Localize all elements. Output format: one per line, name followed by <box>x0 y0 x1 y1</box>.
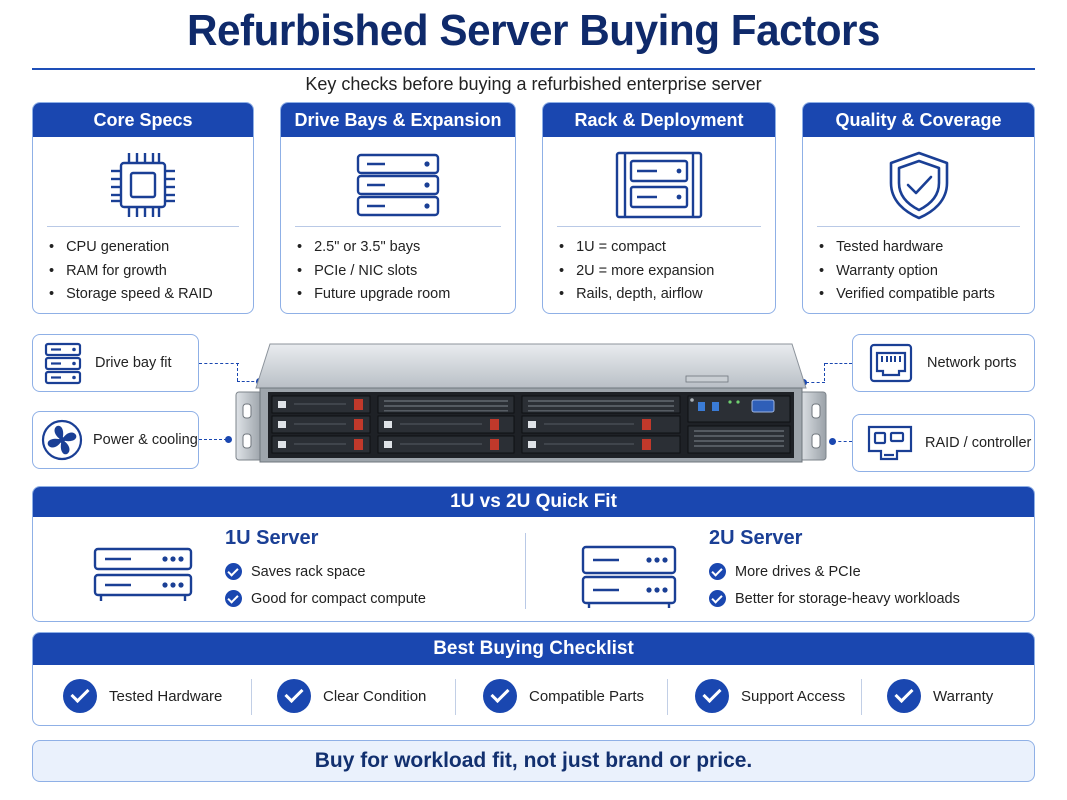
card-heading: Quality & Coverage <box>803 103 1034 137</box>
fit-heading: 1U vs 2U Quick Fit <box>33 487 1034 517</box>
card-core-specs: Core Specs CPU generation RAM for growth… <box>32 102 254 314</box>
callout-power-cooling: Power & cooling <box>32 411 199 469</box>
list-item: 2.5" or 3.5" bays <box>297 236 450 260</box>
list-item: PCIe / NIC slots <box>297 260 450 284</box>
rack-icon <box>615 151 703 219</box>
fit-1u-title: 1U Server <box>225 527 319 549</box>
connector-dot <box>829 438 836 445</box>
checklist-heading: Best Buying Checklist <box>33 633 1034 665</box>
check-icon <box>225 563 242 580</box>
check-icon <box>225 590 242 607</box>
list-item: RAM for growth <box>49 260 213 284</box>
card-drive-bays: Drive Bays & Expansion 2.5" or 3.5" bays… <box>280 102 516 314</box>
footer-banner: Buy for workload fit, not just brand or … <box>32 740 1035 782</box>
card-heading: Core Specs <box>33 103 253 137</box>
list-item: 2U = more expansion <box>559 260 714 284</box>
checklist-item: Clear Condition <box>277 679 426 713</box>
card-list: 2.5" or 3.5" bays PCIe / NIC slots Futur… <box>297 236 450 307</box>
callout-raid-controller: RAID / controller <box>852 414 1035 472</box>
page-subtitle: Key checks before buying a refurbished e… <box>305 74 762 94</box>
raid-card-icon <box>867 425 913 461</box>
fit-2u-title: 2U Server <box>709 527 803 549</box>
cpu-chip-icon <box>111 153 175 217</box>
list-item: Rails, depth, airflow <box>559 283 714 307</box>
title-divider <box>32 68 1035 70</box>
check-icon <box>277 679 311 713</box>
callout-label: RAID / controller <box>925 435 1032 451</box>
list-item: Tested hardware <box>819 236 995 260</box>
card-quality-coverage: Quality & Coverage Tested hardware Warra… <box>802 102 1035 314</box>
fit-2u-column: 2U Server More drives & PCIe Better for … <box>709 527 960 612</box>
callout-label: Power & cooling <box>93 432 198 448</box>
callout-label: Network ports <box>927 355 1017 371</box>
server-1u-icon <box>93 547 193 601</box>
callout-label: Drive bay fit <box>95 355 172 371</box>
list-item: Storage speed & RAID <box>49 283 213 307</box>
check-icon <box>887 679 921 713</box>
check-icon <box>709 563 726 580</box>
list-item: CPU generation <box>49 236 213 260</box>
check-icon <box>709 590 726 607</box>
list-item: Verified compatible parts <box>819 283 995 307</box>
buying-checklist: Best Buying Checklist Tested Hardware Cl… <box>32 632 1035 726</box>
drive-bays-icon <box>356 153 440 217</box>
callout-drive-bay-fit: Drive bay fit <box>32 334 199 392</box>
card-heading: Rack & Deployment <box>543 103 775 137</box>
check-icon <box>483 679 517 713</box>
list-item: Warranty option <box>819 260 995 284</box>
card-rack-deployment: Rack & Deployment 1U = compact 2U = more… <box>542 102 776 314</box>
connector-dot <box>225 436 232 443</box>
fit-1u-column: 1U Server Saves rack space Good for comp… <box>225 527 426 612</box>
check-icon <box>695 679 729 713</box>
list-item: 1U = compact <box>559 236 714 260</box>
callout-network-ports: Network ports <box>852 334 1035 392</box>
check-icon <box>63 679 97 713</box>
list-item: Saves rack space <box>225 558 426 585</box>
card-heading: Drive Bays & Expansion <box>281 103 515 137</box>
checklist-item: Support Access <box>695 679 845 713</box>
rack-server-illustration <box>235 343 827 463</box>
fit-section: 1U vs 2U Quick Fit 1U Server Saves rack … <box>32 486 1035 622</box>
drive-bay-icon <box>44 342 82 385</box>
card-list: Tested hardware Warranty option Verified… <box>819 236 995 307</box>
list-item: Better for storage-heavy workloads <box>709 585 960 612</box>
checklist-item: Compatible Parts <box>483 679 644 713</box>
list-item: More drives & PCIe <box>709 558 960 585</box>
page-title: Refurbished Server Buying Factors <box>186 6 881 55</box>
network-port-icon <box>869 343 913 383</box>
list-item: Future upgrade room <box>297 283 450 307</box>
checklist-item: Warranty <box>887 679 993 713</box>
list-item: Good for compact compute <box>225 585 426 612</box>
fan-icon <box>41 419 83 461</box>
checklist-item: Tested Hardware <box>63 679 222 713</box>
server-2u-icon <box>581 545 677 608</box>
card-list: 1U = compact 2U = more expansion Rails, … <box>559 236 714 307</box>
card-list: CPU generation RAM for growth Storage sp… <box>49 236 213 307</box>
shield-check-icon <box>889 151 948 220</box>
